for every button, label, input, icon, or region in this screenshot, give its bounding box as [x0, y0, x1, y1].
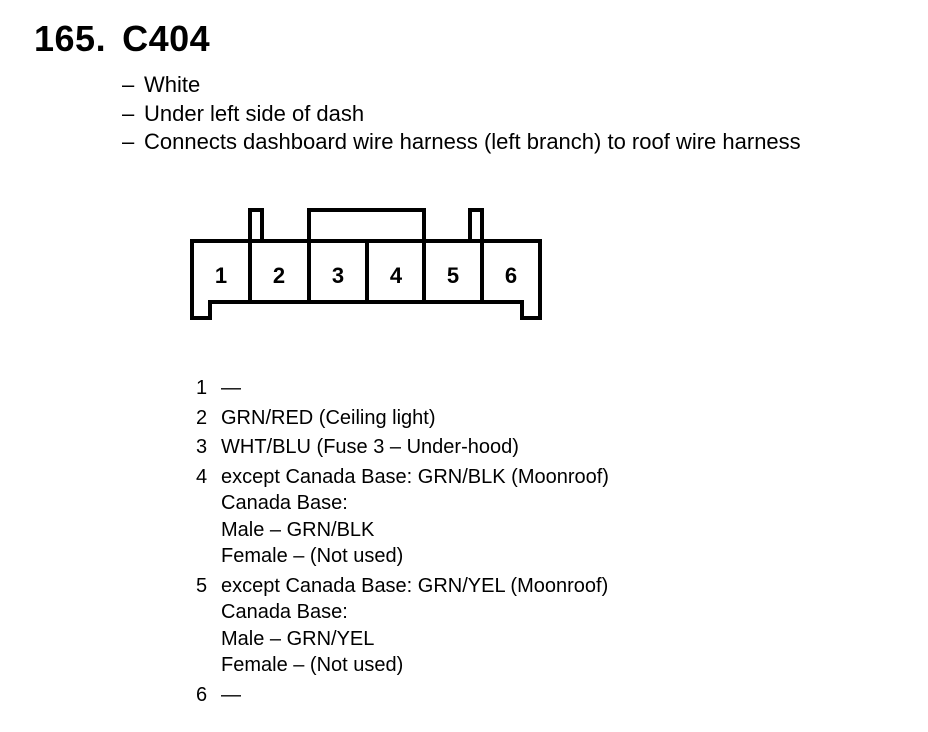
section-number: 165.: [34, 18, 107, 59]
pin-description: except Canada Base: GRN/YEL (Moonroof): [221, 574, 609, 597]
pin-description: —: [221, 377, 241, 399]
cavity-number-1: 1: [215, 263, 227, 288]
pin-description: Canada Base:: [221, 601, 348, 623]
pin-number: 1: [196, 377, 208, 399]
cavity-number-3: 3: [332, 263, 344, 288]
description-line: –Under left side of dash: [122, 100, 365, 126]
pinout-item: 1 —: [196, 375, 609, 402]
pin-description: Male – GRN/BLK: [221, 518, 375, 541]
pin-description: Male – GRN/YEL: [221, 627, 375, 650]
pin-number: 6: [196, 683, 208, 706]
cavity-number-5: 5: [447, 263, 459, 288]
pinout-list: 1 — 2 GRN/RED (Ceiling light) 3 WHT/BLU …: [196, 375, 609, 708]
cavity-number-6: 6: [505, 263, 517, 288]
connector-body-outline: [190, 239, 542, 320]
pin-number: 3: [196, 436, 208, 458]
page-title: 165. C404: [34, 18, 210, 60]
pinout-item: 3 WHT/BLU (Fuse 3 – Under-hood): [196, 434, 609, 461]
latch-tab-left: [248, 208, 264, 241]
pin-description: —: [221, 683, 241, 706]
pin-description: Female – (Not used): [221, 545, 404, 567]
cavity-number-2: 2: [273, 263, 285, 288]
pinout-item: 2 GRN/RED (Ceiling light): [196, 405, 609, 432]
pin-description: WHT/BLU (Fuse 3 – Under-hood): [221, 436, 519, 458]
latch-tab-right: [468, 208, 484, 241]
pinout-item: 6 —: [196, 682, 609, 709]
pin-number: 2: [196, 406, 208, 429]
description-line: –White: [122, 72, 201, 97]
connector-face-diagram: 1 2 3 4 5 6: [190, 208, 542, 320]
pinout-item: 5 except Canada Base: GRN/YEL (Moonroof)…: [196, 573, 609, 679]
connector-id: C404: [122, 18, 211, 59]
center-lock-tab: [307, 208, 426, 241]
pin-number: 5: [196, 574, 208, 597]
pin-description: except Canada Base: GRN/BLK (Moonroof): [221, 465, 609, 488]
pin-description: Female – (Not used): [221, 654, 404, 676]
pin-description: GRN/RED (Ceiling light): [221, 406, 436, 429]
description-line: –Connects dashboard wire harness (left b…: [122, 129, 801, 154]
cavity-number-4: 4: [390, 263, 403, 288]
pin-description: Canada Base:: [221, 492, 348, 514]
pin-number: 4: [196, 465, 208, 488]
pinout-item: 4 except Canada Base: GRN/BLK (Moonroof)…: [196, 464, 609, 570]
connector-description: –White –Under left side of dash –Connect…: [122, 71, 801, 157]
